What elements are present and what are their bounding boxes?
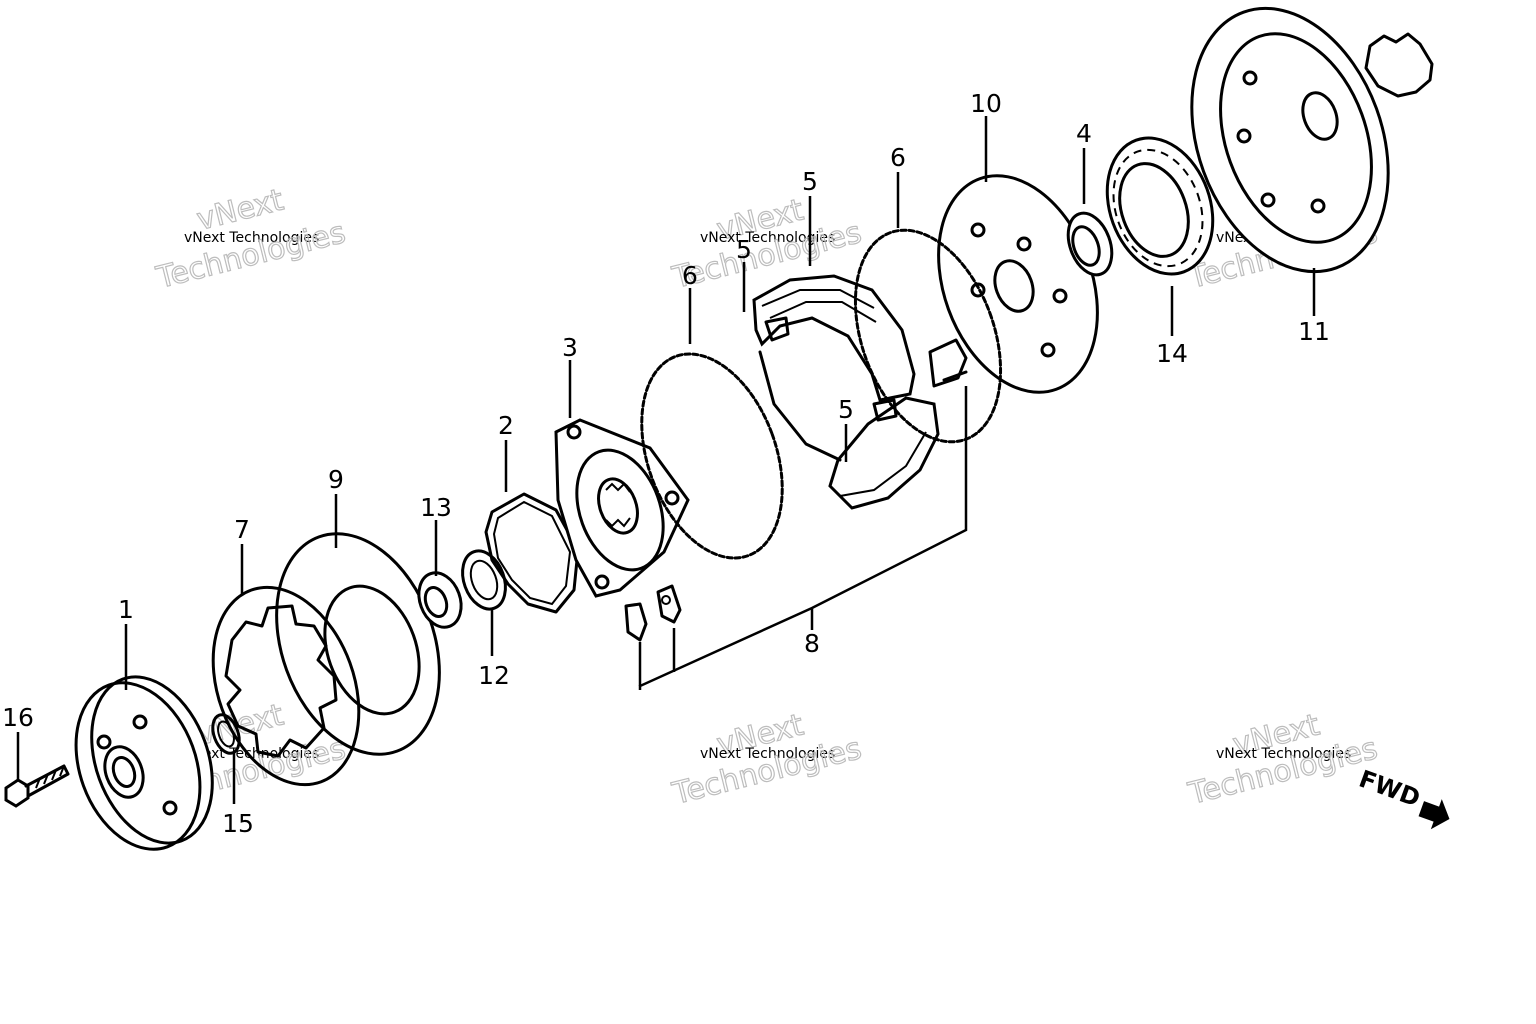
svg-text:vNext Technologies: vNext Technologies — [1216, 746, 1351, 762]
part-notched-plate — [211, 585, 361, 787]
svg-text:vNext Technologies: vNext Technologies — [184, 230, 319, 246]
forward-direction-indicator: FWD — [1355, 765, 1450, 830]
callout-16: 16 — [2, 703, 34, 732]
callout-3: 3 — [562, 333, 578, 362]
part-bolt — [4, 764, 70, 808]
part-pins — [624, 338, 968, 642]
part-nut — [417, 571, 463, 629]
callout-5-top: 5 — [802, 167, 818, 196]
callout-12: 12 — [478, 661, 510, 690]
part-drum — [1190, 6, 1434, 274]
callout-14: 14 — [1156, 339, 1188, 368]
arrow-right-icon — [1418, 799, 1450, 830]
part-spring-ring-left — [640, 352, 784, 560]
part-carrier-plate — [554, 418, 690, 598]
callout-10: 10 — [970, 89, 1002, 118]
part-hub-plate — [74, 675, 214, 851]
callout-5-lower: 5 — [838, 395, 854, 424]
watermark-6: vNext vNext Technologies Technologies — [1184, 707, 1382, 813]
callout-4: 4 — [1076, 119, 1092, 148]
svg-text:vNext Technologies: vNext Technologies — [700, 746, 835, 762]
svg-text:vNext Technologies: vNext Technologies — [184, 746, 319, 762]
part-small-bearing — [1066, 211, 1114, 277]
callout-15: 15 — [222, 809, 254, 838]
callout-9: 9 — [328, 465, 344, 494]
part-gasket — [484, 492, 580, 614]
callout-8: 8 — [804, 629, 820, 658]
part-roller-bearing — [1105, 136, 1215, 276]
watermark-5: vNext vNext Technologies Technologies — [668, 707, 866, 813]
watermark-1: vNext vNext Technologies Technologies — [152, 182, 350, 297]
callout-7: 7 — [234, 515, 250, 544]
leader-lines — [16, 116, 1316, 804]
callout-11: 11 — [1298, 317, 1330, 346]
part-washer — [461, 549, 507, 611]
callout-13: 13 — [420, 493, 452, 522]
callout-6-left: 6 — [682, 261, 698, 290]
callout-2: 2 — [498, 411, 514, 440]
part-holed-disc — [937, 174, 1099, 394]
callout-5-left: 5 — [736, 235, 752, 264]
svg-text:vNext Technologies: vNext Technologies — [700, 230, 835, 246]
svg-text:Technologies: Technologies — [152, 215, 348, 296]
svg-text:FWD: FWD — [1355, 765, 1424, 813]
callout-6-right: 6 — [890, 143, 906, 172]
callout-1: 1 — [118, 595, 134, 624]
